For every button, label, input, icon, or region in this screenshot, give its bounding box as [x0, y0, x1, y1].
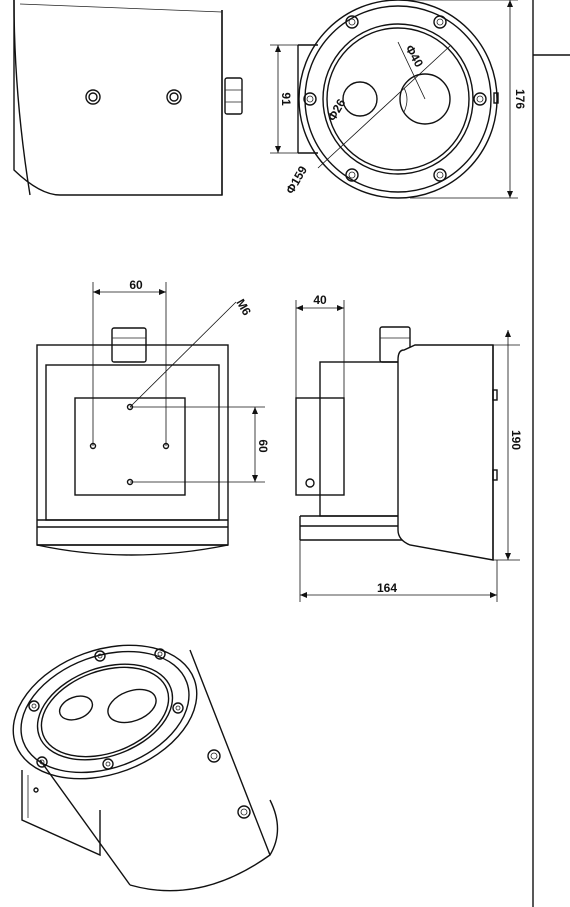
mounting-hole-icon	[303, 92, 317, 106]
bolt-icon	[207, 749, 221, 763]
screw-icon	[305, 478, 315, 488]
dim-front-height: 91	[270, 44, 300, 154]
dim-bottom-width: 60	[92, 278, 167, 446]
isometric-view	[12, 644, 279, 892]
bolt-icon	[36, 756, 48, 768]
dim-label-159: Φ159	[283, 163, 310, 196]
screw-icon	[33, 787, 39, 793]
dim-side-height: 190	[493, 330, 523, 561]
large-bore	[399, 73, 451, 125]
bottom-view	[36, 327, 229, 556]
dim-thread: M6	[129, 297, 254, 408]
dim-label-91: 91	[279, 92, 293, 106]
small-bore	[58, 695, 94, 721]
dim-side-offset: 40	[295, 293, 345, 398]
bolt-icon	[237, 805, 251, 819]
mounting-hole-icon	[433, 15, 447, 29]
mounting-hole-icon	[345, 168, 359, 182]
mounting-hole-icon	[473, 92, 487, 106]
bolt-icon	[94, 650, 106, 662]
dim-bore-small: Φ26	[317, 45, 451, 169]
dim-label-190: 190	[509, 430, 523, 450]
bolt-icon	[28, 700, 40, 712]
bolt-icon	[172, 702, 184, 714]
front-circular-view	[297, 0, 499, 199]
dim-outer-diameter: 176	[410, 0, 527, 199]
top-side-view	[13, 0, 243, 196]
dim-label-60-h: 60	[129, 278, 143, 292]
dim-label-40-h: 40	[313, 293, 327, 307]
dim-label-26: Φ26	[325, 96, 349, 123]
dim-label-176: 176	[513, 89, 527, 109]
mounting-hole-icon	[433, 168, 447, 182]
dim-label-164: 164	[377, 581, 397, 595]
drawing-frame	[532, 0, 570, 907]
mounting-hole-icon	[345, 15, 359, 29]
dim-side-length: 164	[299, 540, 498, 602]
dim-label-60-v: 60	[256, 439, 270, 453]
bolt-icon	[166, 89, 182, 105]
dim-label-40: Φ40	[402, 43, 426, 70]
dim-bolt-circle: Φ159	[283, 163, 310, 196]
bolt-icon	[154, 648, 166, 660]
dim-bottom-height: 60	[130, 406, 270, 483]
large-bore	[107, 688, 157, 724]
side-view	[295, 326, 498, 561]
small-bore	[342, 81, 378, 117]
bolt-icon	[85, 89, 101, 105]
dim-label-m6: M6	[233, 297, 254, 319]
bolt-icon	[102, 758, 114, 770]
